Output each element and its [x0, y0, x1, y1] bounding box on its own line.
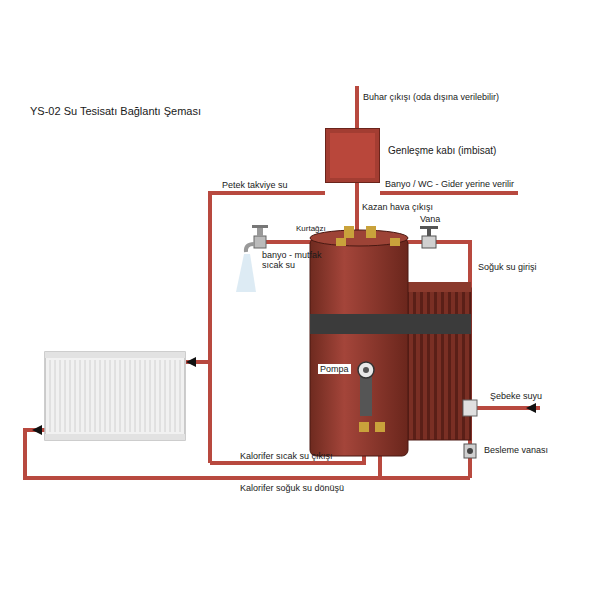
makeup-label: Petek takviye su — [222, 180, 288, 190]
flow-arrow — [186, 357, 196, 367]
radiator-fin — [180, 360, 181, 432]
valve-label: Vana — [420, 214, 440, 224]
radiator-fin — [160, 360, 161, 432]
mains-label: Şebeke suyu — [490, 391, 542, 401]
radiator-fin — [110, 360, 111, 432]
radiator-fin — [85, 360, 86, 432]
node-label: Genleşme kabı (imbisat) — [388, 145, 496, 157]
radiator-fin — [170, 360, 171, 432]
radiator-fin — [50, 360, 51, 432]
cold-inlet-label: Soğuk su girişi — [478, 262, 537, 272]
radiator-fin — [130, 360, 131, 432]
steam-label: Buhar çıkışı (oda dışına verilebilir) — [363, 92, 499, 102]
radiator-fin — [175, 360, 176, 432]
hot-outlet-label: Kalorifer sıcak su çıkışı — [240, 451, 333, 461]
drain-label: Banyo / WC - Gider yerine verilir — [385, 179, 514, 189]
feed-valve-label: Besleme vanası — [484, 445, 548, 455]
diagram-title: YS-02 Su Tesisatı Bağlantı Şeması — [30, 105, 201, 118]
radiator-fin — [65, 360, 66, 432]
boiler — [310, 226, 471, 456]
radiator-fin — [115, 360, 116, 432]
air-outlet-label: Kazan hava çıkışı — [362, 202, 433, 212]
radiator-fin — [145, 360, 146, 432]
radiator-fin — [120, 360, 121, 432]
radiator-fin — [75, 360, 76, 432]
air-pipe — [355, 183, 359, 232]
radiator-fin — [60, 360, 61, 432]
valve — [420, 226, 438, 248]
expansion-tank: Genleşme kabı (imbisat) — [325, 128, 380, 183]
pipes — [25, 86, 540, 478]
radiator-fin — [125, 360, 126, 432]
tap-fitting-label: Kurtağzı — [296, 224, 326, 233]
flow-arrow — [526, 403, 536, 413]
radiator-fin — [70, 360, 71, 432]
hot-water-label: banyo - mutfak sıcak su — [262, 250, 324, 271]
makeup-pipe — [210, 193, 325, 463]
radiator-fin — [95, 360, 96, 432]
tap — [246, 225, 268, 252]
radiator-fin — [100, 360, 101, 432]
radiator-fin — [165, 360, 166, 432]
steam-pipe — [355, 86, 359, 128]
flow-arrow — [32, 425, 42, 435]
radiator-fin — [140, 360, 141, 432]
radiator-fin — [150, 360, 151, 432]
feed-valve — [464, 444, 476, 458]
water-splash — [236, 254, 256, 292]
drain-pipe — [380, 191, 518, 195]
pump — [358, 362, 374, 416]
radiator-fin — [105, 360, 106, 432]
radiator-fin — [80, 360, 81, 432]
radiator-fin — [135, 360, 136, 432]
pump-label: Pompa — [318, 364, 351, 374]
radiator-fin — [55, 360, 56, 432]
radiator-fin — [90, 360, 91, 432]
return-label: Kalorifer soğuk su dönüşü — [240, 483, 344, 493]
radiator — [45, 352, 185, 440]
radiator-fin — [155, 360, 156, 432]
mains-fitting — [463, 400, 477, 416]
